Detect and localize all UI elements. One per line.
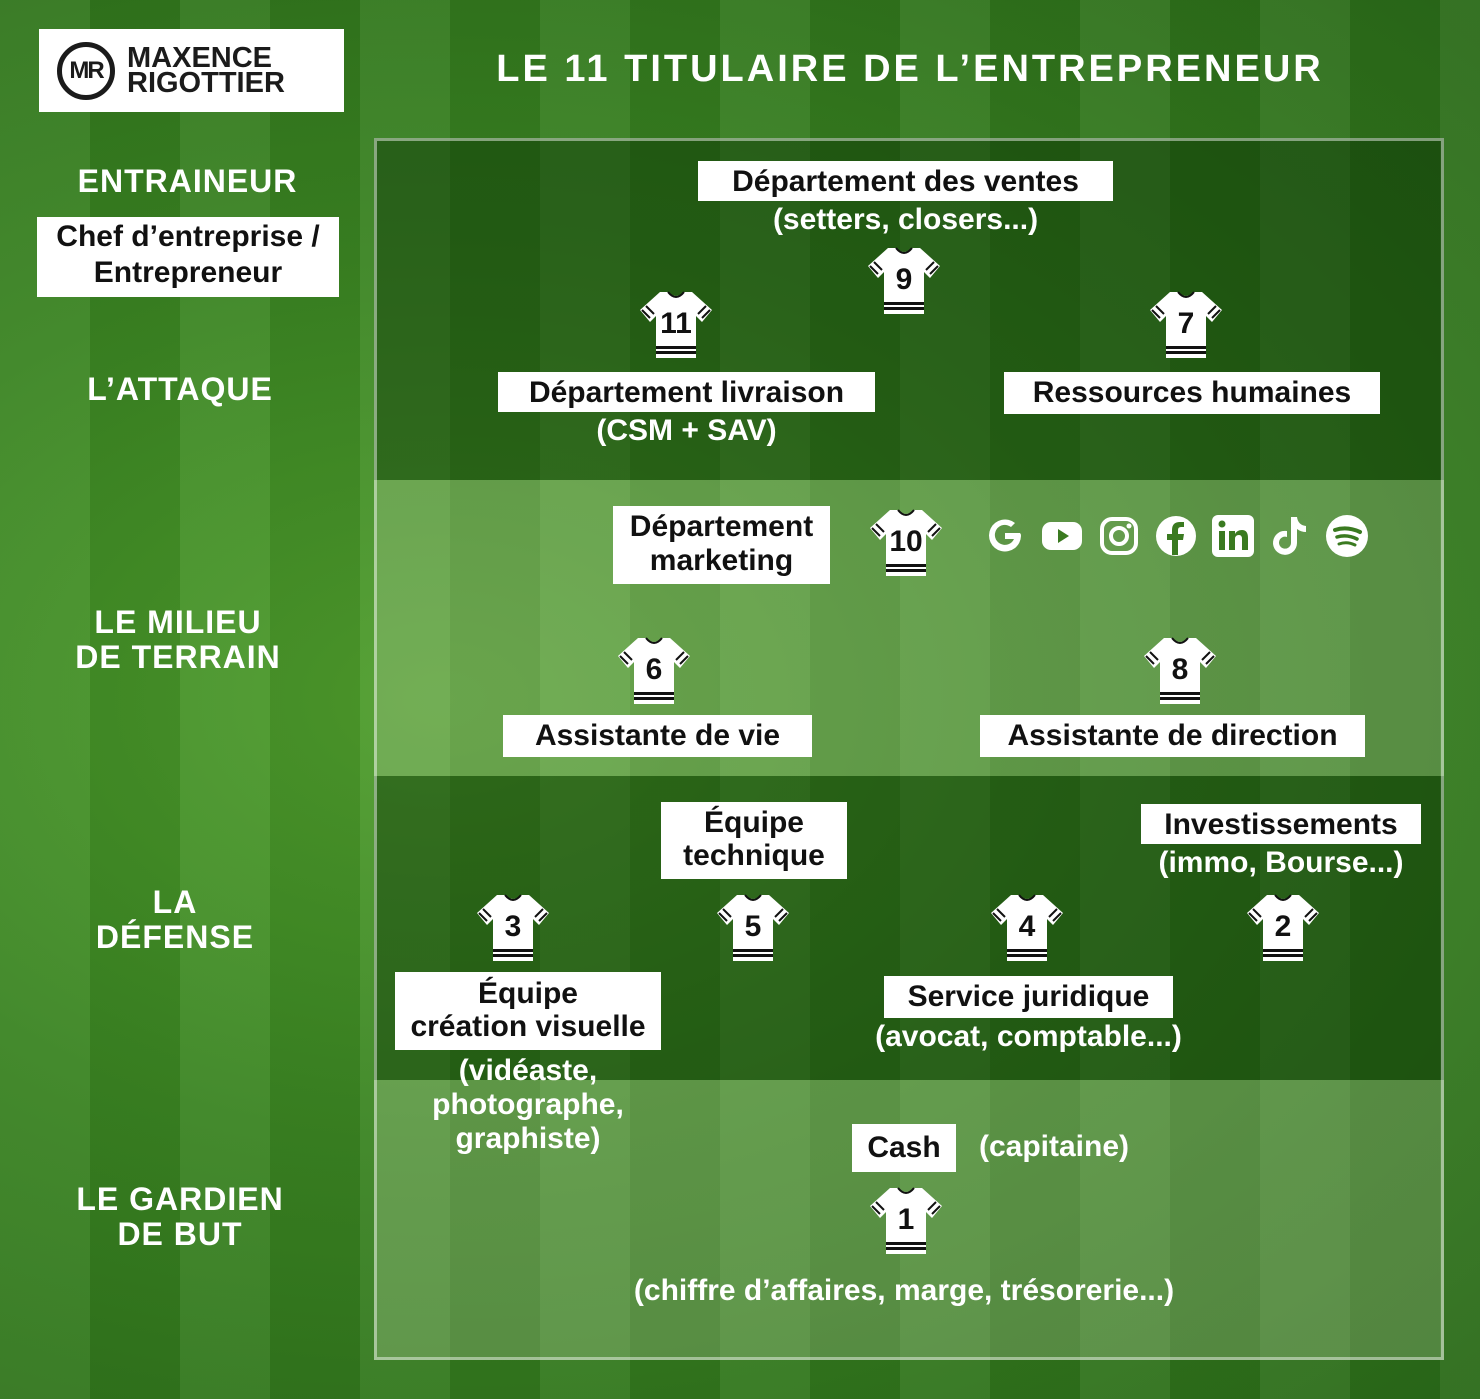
coach-label: ENTRAINEUR — [77, 163, 298, 199]
delivery-department-box: Département livraison — [498, 372, 875, 412]
jersey-number-8: 8 — [1171, 653, 1189, 686]
visual-note-line3: graphiste) — [455, 1122, 601, 1155]
jersey-number-7: 7 — [1177, 307, 1195, 340]
defense-label-line2: DÉFENSE — [95, 919, 255, 955]
legal-service-box: Service juridique — [884, 976, 1173, 1018]
brand-logo: MR MAXENCE RIGOTTIER — [39, 29, 344, 112]
cash-note: (chiffre d’affaires, marge, trésorerie..… — [633, 1274, 1175, 1307]
visual-creation-team-note: (vidéaste, photographe, graphiste) — [395, 1054, 661, 1156]
jersey-number-1: 1 — [897, 1203, 915, 1236]
jersey-number-9: 9 — [895, 263, 913, 296]
logo-line1: MAXENCE — [127, 41, 273, 74]
coach-box: Chef d’entreprise / Entrepreneur — [37, 217, 339, 297]
visual-creation-team-box: Équipe création visuelle — [395, 972, 661, 1050]
jersey-number-3: 3 — [504, 910, 522, 943]
jersey-icon-7: 7 — [1148, 290, 1224, 360]
linkedin-icon — [1211, 514, 1255, 558]
coach-box-line1: Chef d’entreprise / — [56, 220, 320, 253]
google-icon — [983, 514, 1027, 558]
facebook-icon — [1154, 514, 1198, 558]
sales-department-note: (setters, closers...) — [772, 203, 1039, 236]
visual-team-line1: Équipe — [477, 977, 578, 1010]
goalkeeper-label-line1: LE GARDIEN — [76, 1181, 284, 1217]
jersey-icon-6: 6 — [616, 636, 692, 706]
logo-line2: RIGOTTIER — [127, 66, 285, 99]
jersey-icon-9: 9 — [866, 246, 942, 316]
technical-team-box: Équipe technique — [661, 802, 847, 879]
jersey-icon-1: 1 — [868, 1186, 944, 1256]
midfield-label: LE MILIEU DE TERRAIN — [28, 605, 328, 675]
jersey-number-10: 10 — [889, 525, 923, 558]
jersey-number-11: 11 — [660, 307, 692, 340]
defense-label-line1: LA — [152, 884, 198, 920]
human-resources-box: Ressources humaines — [1004, 372, 1380, 414]
jersey-icon-10: 10 — [868, 508, 944, 578]
defense-label: LA DÉFENSE — [25, 885, 325, 955]
investments-note: (immo, Bourse...) — [1158, 846, 1404, 879]
marketing-line1: Département — [629, 510, 814, 543]
page-title: LE 11 TITULAIRE DE L’ENTREPRENEUR — [496, 48, 1324, 90]
logo-wordmark: MAXENCE RIGOTTIER — [127, 41, 285, 99]
jersey-icon-5: 5 — [715, 893, 791, 963]
life-assistant-box: Assistante de vie — [503, 715, 812, 757]
captain-note: (capitaine) — [978, 1130, 1130, 1163]
jersey-number-5: 5 — [744, 910, 762, 943]
logo-monogram: MR — [57, 41, 115, 100]
executive-assistant-box: Assistante de direction — [980, 715, 1365, 757]
goalkeeper-label: LE GARDIEN DE BUT — [30, 1182, 330, 1252]
pitch-border — [374, 138, 1444, 1360]
legal-service-note: (avocat, comptable...) — [875, 1020, 1182, 1053]
jersey-icon-8: 8 — [1142, 636, 1218, 706]
jersey-number-4: 4 — [1018, 910, 1036, 943]
technical-team-line1: Équipe — [703, 806, 804, 839]
jersey-icon-2: 2 — [1245, 893, 1321, 963]
cash-box: Cash — [852, 1124, 956, 1172]
jersey-number-2: 2 — [1274, 910, 1292, 943]
marketing-line2: marketing — [649, 544, 794, 577]
instagram-icon — [1097, 514, 1141, 558]
jersey-number-6: 6 — [645, 653, 663, 686]
midfield-label-line1: LE MILIEU — [94, 604, 262, 640]
technical-team-line2: technique — [683, 839, 825, 872]
attack-label: L’ATTAQUE — [87, 371, 273, 407]
social-icons-row — [983, 514, 1369, 568]
tiktok-icon — [1268, 514, 1312, 558]
spotify-icon — [1325, 514, 1369, 558]
marketing-department-box: Département marketing — [613, 506, 830, 584]
jersey-icon-11: 11 — [638, 290, 714, 360]
visual-team-line2: création visuelle — [410, 1010, 646, 1043]
investments-box: Investissements — [1141, 804, 1421, 844]
midfield-label-line2: DE TERRAIN — [75, 639, 281, 675]
youtube-icon — [1040, 514, 1084, 558]
jersey-icon-4: 4 — [989, 893, 1065, 963]
jersey-icon-3: 3 — [475, 893, 551, 963]
coach-box-line2: Entrepreneur — [93, 256, 283, 289]
goalkeeper-label-line2: DE BUT — [117, 1216, 243, 1252]
visual-note-line2: photographe, — [432, 1088, 624, 1121]
visual-note-line1: (vidéaste, — [458, 1054, 598, 1087]
delivery-department-note: (CSM + SAV) — [596, 414, 777, 447]
sales-department-box: Département des ventes — [698, 161, 1113, 201]
